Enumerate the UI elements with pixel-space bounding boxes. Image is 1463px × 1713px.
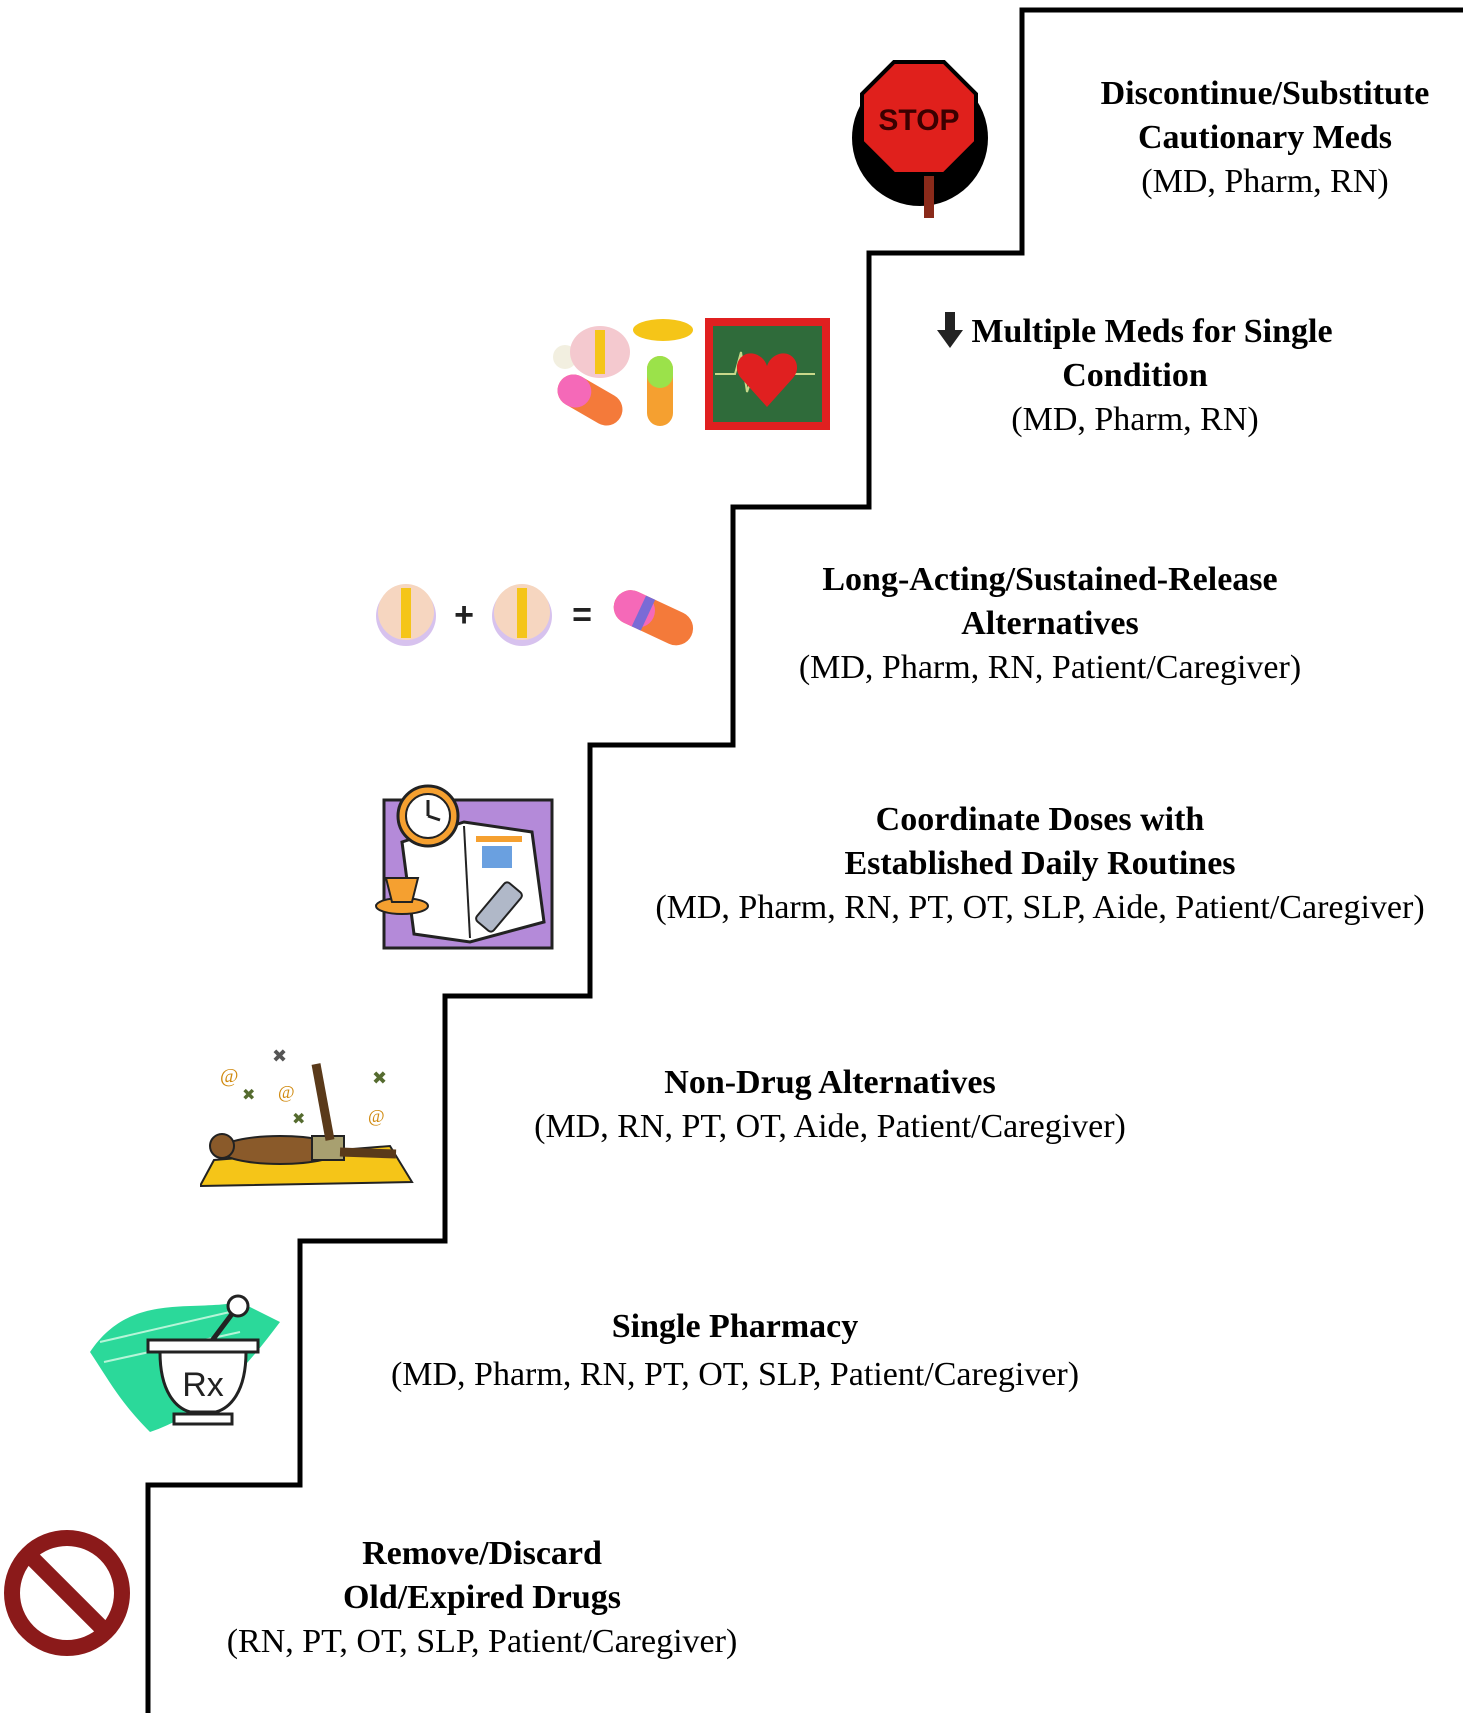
svg-text:✖: ✖ [272, 1046, 287, 1066]
step-roles: (MD, Pharm, RN, PT, OT, SLP, Patient/Car… [390, 1356, 1080, 1393]
step-multiple-meds: Multiple Meds for Single Condition (MD, … [890, 310, 1380, 442]
prohibited-icon [2, 1528, 132, 1658]
rx-label: Rx [182, 1366, 224, 1404]
step-roles: (MD, Pharm, RN) [1011, 401, 1259, 438]
step-non-drug-alternatives: Non-Drug Alternatives (MD, RN, PT, OT, A… [470, 1061, 1190, 1149]
step-single-pharmacy: Single Pharmacy (MD, Pharm, RN, PT, OT, … [340, 1305, 1130, 1397]
step-title-line1: Coordinate Doses with [875, 801, 1205, 838]
clock-newspaper-icon [372, 782, 558, 950]
svg-text:@: @ [368, 1106, 385, 1126]
svg-text:@: @ [278, 1082, 295, 1102]
step-title-line2: Old/Expired Drugs [342, 1579, 622, 1616]
staircase-line [145, 7, 1463, 1713]
step-title-line2: Condition [1062, 357, 1208, 394]
step-title-line1: Multiple Meds for Single [890, 310, 1380, 354]
step-discontinue-substitute: Discontinue/Substitute Cautionary Meds (… [1070, 72, 1460, 204]
step-roles: (MD, Pharm, RN, PT, OT, SLP, Aide, Patie… [655, 889, 1425, 926]
step-title-line1: Discontinue/Substitute [1100, 75, 1430, 112]
step-roles: (RN, PT, OT, SLP, Patient/Caregiver) [226, 1623, 738, 1660]
stop-sign-text: STOP [878, 104, 959, 137]
step-roles: (MD, RN, PT, OT, Aide, Patient/Caregiver… [534, 1108, 1126, 1145]
step-roles: (MD, Pharm, RN, Patient/Caregiver) [798, 649, 1302, 686]
step-remove-discard: Remove/Discard Old/Expired Drugs (RN, PT… [180, 1532, 784, 1664]
svg-text:✖: ✖ [372, 1068, 387, 1088]
svg-text:+: + [454, 596, 474, 634]
step-title-line2: Established Daily Routines [844, 845, 1236, 882]
svg-text:✖: ✖ [292, 1111, 305, 1128]
step-title-line1: Single Pharmacy [611, 1308, 859, 1345]
mortar-pestle-rx-icon: Rx [90, 1282, 290, 1442]
step-title-line1-text: Multiple Meds for Single [971, 313, 1333, 350]
down-arrow-icon [937, 312, 964, 348]
step-roles: (MD, Pharm, RN) [1141, 163, 1389, 200]
step-long-acting: Long-Acting/Sustained-Release Alternativ… [765, 558, 1335, 690]
step-coordinate-doses: Coordinate Doses with Established Daily … [620, 798, 1460, 930]
stop-sign-icon: STOP [848, 50, 998, 220]
svg-text:@: @ [220, 1065, 238, 1087]
step-title-line1: Remove/Discard [362, 1535, 602, 1572]
step-title-line1: Long-Acting/Sustained-Release [822, 561, 1278, 598]
pill-combination-icon: + = [372, 578, 702, 652]
step-title-line2: Cautionary Meds [1137, 119, 1393, 156]
exercise-figure-icon: @ ✖ @ ✖ ✖ @ ✖ [198, 1040, 418, 1190]
svg-text:✖: ✖ [242, 1087, 255, 1104]
step-title-line2: Alternatives [961, 605, 1139, 642]
pills-heart-monitor-icon [545, 312, 835, 437]
step-title-line1: Non-Drug Alternatives [664, 1064, 996, 1101]
svg-text:=: = [572, 596, 592, 634]
